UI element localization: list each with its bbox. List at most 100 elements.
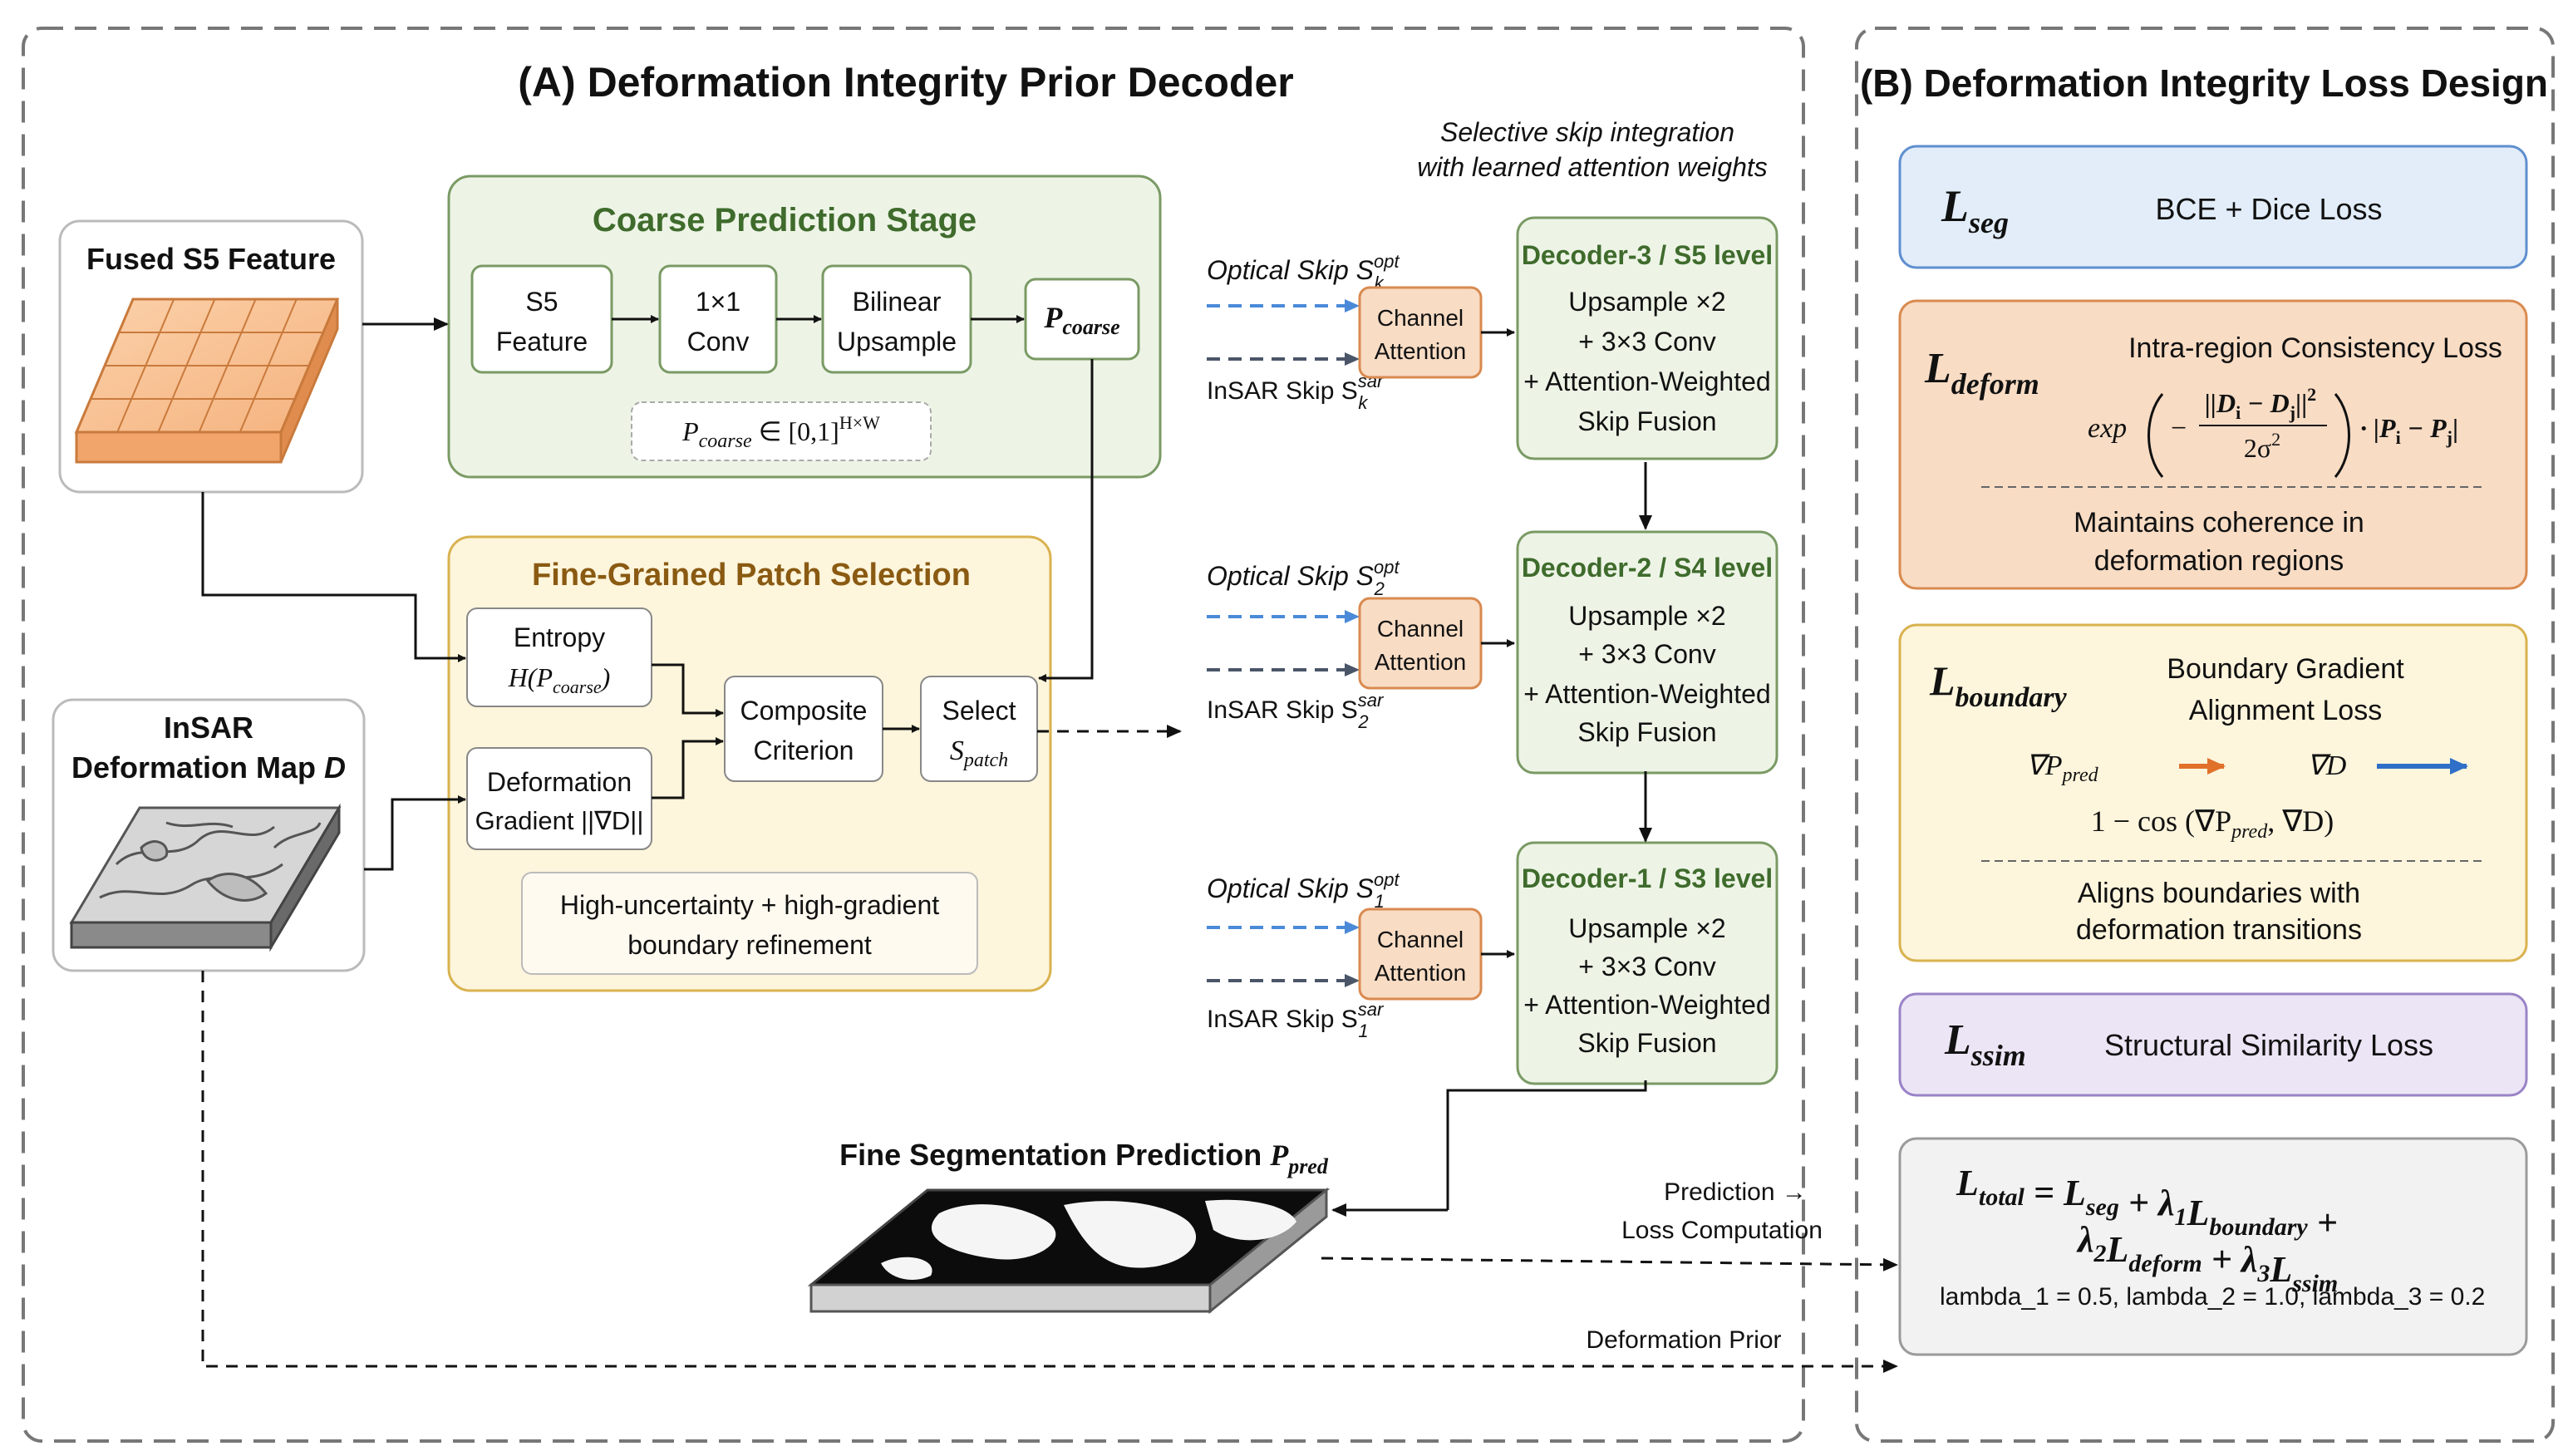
loss-total-line1: Ltotal = Lseg + λ1Lboundary + [1956, 1163, 2338, 1243]
composite-node [724, 676, 883, 782]
loss-seg-desc: BCE + Dice Loss [2155, 192, 2382, 226]
channel-attention-l1: Channel [1377, 616, 1464, 642]
decoder-box [1516, 530, 1778, 775]
loss-boundary-note1: Aligns boundaries with [2078, 878, 2360, 909]
p-coarse-range: Pcoarse ∈ [0,1]H×W [681, 412, 880, 452]
select-patch-node [920, 676, 1038, 782]
channel-attention-l2: Attention [1375, 649, 1467, 675]
fused-s5-label: Fused S5 Feature [86, 242, 336, 276]
fine-note-box [521, 872, 978, 975]
loss-total-line2: λ2Ldeform + λ3Lssim [2076, 1219, 2338, 1297]
svg-text:−: − [2171, 413, 2187, 444]
decoder-title: Decoder-1 / S3 level [1522, 863, 1773, 893]
coarse-stage-title: Coarse Prediction Stage [593, 202, 977, 239]
insar-terrain-slab [69, 803, 342, 952]
loss-boundary-desc1: Boundary Gradient [2167, 653, 2404, 685]
pred-loss-arrow [1321, 1257, 1898, 1272]
grad-d-label: ∇D [2307, 750, 2347, 781]
loss-deform-box [1898, 299, 2528, 590]
deformation-prior-arrow [201, 971, 1898, 1373]
select-l2: Spatch [950, 735, 1008, 771]
decoder-line: Upsample ×2 [1568, 287, 1725, 317]
decoder-box [1516, 216, 1778, 460]
loss-ssim-desc: Structural Similarity Loss [2104, 1028, 2433, 1062]
entropy-l1: Entropy [514, 622, 605, 652]
insar-line1: InSAR [164, 711, 253, 745]
pred-loss-l1: Prediction → [1664, 1178, 1807, 1206]
composite-l1: Composite [740, 696, 868, 726]
channel-attention-l1: Channel [1377, 927, 1464, 952]
panel-a-frame [22, 27, 1805, 1443]
decoder-chain-arrows [1331, 462, 1652, 1217]
loss-boundary-formula: 1 − cos (∇Ppred, ∇D) [2091, 804, 2334, 843]
insar-line2: Deformation Map D [71, 750, 346, 785]
deform-grad-l2: Gradient ||∇D|| [475, 806, 644, 835]
panel-b-title: (B) Deformation Integrity Loss Design [1860, 61, 2548, 105]
loss-ssim-box [1898, 992, 2528, 1097]
decoder-line: + 3×3 Conv [1578, 327, 1715, 357]
loss-deform-formula: exp − ||Di − Dj||2 2σ2 · |Pi − Pj| [2088, 384, 2458, 478]
decoder-title: Decoder-2 / S4 level [1522, 553, 1773, 583]
conv1x1-l1: 1×1 [696, 287, 740, 317]
decoder-line: Upsample ×2 [1568, 913, 1725, 943]
loss-boundary-box [1898, 623, 2528, 962]
decoder-line: + Attention-Weighted [1523, 990, 1770, 1020]
decoder-line: + 3×3 Conv [1578, 952, 1715, 981]
coarse-stage-box [447, 175, 1162, 479]
loss-deform-desc: Intra-region Consistency Loss [2128, 332, 2502, 364]
p-coarse-range-box [631, 401, 932, 461]
panel-b-frame [1855, 27, 2555, 1443]
conv1x1-l2: Conv [687, 327, 750, 357]
fine-note-l2: boundary refinement [627, 930, 872, 960]
decoder-line: + Attention-Weighted [1523, 366, 1770, 396]
channel-attention-l1: Channel [1377, 305, 1464, 331]
select-l1: Select [942, 696, 1016, 726]
fine-seg-slab [807, 1187, 1331, 1315]
loss-boundary-symbol: Lboundary [1929, 657, 2068, 713]
channel-attention-l2: Attention [1375, 338, 1467, 364]
s5-feature-l2: Feature [496, 327, 588, 357]
skip-note-l1: Selective skip integration [1440, 117, 1734, 147]
bilinear-l1: Bilinear [853, 287, 942, 317]
grad-p-label: ∇Ppred [2026, 750, 2099, 786]
loss-boundary-desc2: Alignment Loss [2189, 695, 2382, 726]
bilinear-l2: Upsample [837, 327, 957, 357]
fine-patch-title: Fine-Grained Patch Selection [532, 558, 971, 593]
formula-denominator: 2σ2 [2244, 429, 2280, 463]
pred-loss-l2: Loss Computation [1621, 1217, 1823, 1244]
loss-boundary-note2: deformation transitions [2076, 914, 2362, 946]
fine-seg-label: Fine Segmentation Prediction Ppred [839, 1138, 1329, 1178]
formula-tail: · |Pi − Pj| [2360, 413, 2458, 448]
decoder-line: Upsample ×2 [1568, 601, 1725, 631]
fused-feature-slab [74, 298, 340, 464]
loss-ssim-symbol: Lssim [1944, 1016, 2026, 1072]
channel-attention-l2: Attention [1375, 960, 1467, 986]
deform-grad-l1: Deformation [487, 767, 632, 797]
coarse-arrows [362, 315, 1025, 331]
fine-note-l1: High-uncertainty + high-gradient [560, 890, 939, 920]
decoder-line: + 3×3 Conv [1578, 639, 1715, 669]
loss-deform-note2: deformation regions [2094, 545, 2344, 577]
s5-feature-l1: S5 [525, 287, 558, 317]
p-coarse-node [1024, 278, 1140, 361]
entropy-l2: H(Pcoarse) [508, 662, 611, 697]
decoder-line: Skip Fusion [1577, 1028, 1716, 1058]
formula-numerator: ||Di − Dj||2 [2205, 384, 2316, 423]
loss-deform-note1: Maintains coherence in [2074, 507, 2364, 539]
decoder-line: Skip Fusion [1577, 717, 1716, 747]
entropy-node [466, 607, 652, 707]
loss-seg-box [1898, 145, 2528, 269]
panel-a-title: (A) Deformation Integrity Prior Decoder [518, 59, 1293, 106]
deformation-prior-label: Deformation Prior [1586, 1326, 1781, 1354]
